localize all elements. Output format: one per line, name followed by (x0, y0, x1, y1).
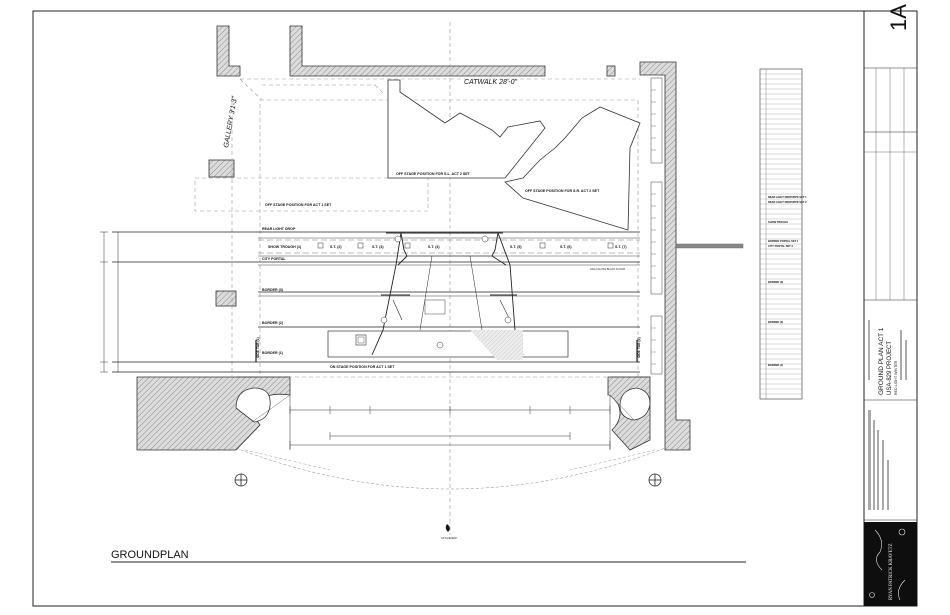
downstage-dimensions (235, 376, 666, 490)
proscenium-arches (235, 387, 651, 423)
designer-logo (864, 522, 917, 606)
logo-ornament-icon (869, 528, 906, 601)
set-marker-3 (436, 341, 444, 349)
left-dimensions (100, 231, 119, 373)
schedule-row-label: REAR LIGHT DROP/PIPE SET 1 (768, 195, 807, 199)
st4-label: S.T. (4) (428, 245, 440, 249)
sheet-number: 1A (886, 4, 911, 31)
onstage-set (327, 232, 569, 358)
right-wall-ruler (650, 77, 663, 375)
show-trough-lane (258, 239, 640, 254)
centerline-symbol-icon (445, 524, 450, 532)
centerline-markers (234, 473, 662, 487)
schedule-row-label: BORDER (2) (768, 320, 783, 324)
set-marker-1 (394, 235, 402, 243)
schedule-row-label: BORDER PORTAL SET 1 (768, 239, 799, 243)
rear-light-drop-label: REAR LIGHT DROP (262, 227, 296, 231)
guide-lines (194, 22, 640, 535)
catwalk-label: CATWALK 28'-0" (464, 79, 517, 86)
set-marker-5 (504, 316, 512, 324)
set-marker-4 (380, 316, 388, 324)
border-3-label: BORDER (3) (262, 288, 284, 292)
show-trough-1-label: SHOW TROUGH (1) (268, 245, 302, 249)
set-furniture-chair-inner (357, 336, 365, 344)
logo-text: RYAN PATRICK KRAVETZ (889, 543, 894, 600)
st3-label: S.T. (3) (372, 245, 384, 249)
show-trough-markers (317, 242, 614, 249)
st7-label: S.T. (7) (615, 245, 627, 249)
side-pipe (675, 243, 744, 249)
battens (112, 231, 640, 373)
offstage-set-sl (387, 79, 546, 179)
schedule-row-label: REAR LIGHT DROP/PIPE SET 2 (768, 200, 807, 204)
title-block (863, 10, 918, 607)
drawing-title: GROUNDPLAN (111, 549, 189, 561)
st5-label: S.T. (5) (510, 245, 522, 249)
border-1-label: BORDER (1) (262, 351, 284, 355)
offstage-set-sr (504, 106, 641, 231)
side-tab-left-label: SIDE TAB (1) (256, 337, 260, 358)
high-gloss-label: HIGH GLOSS BLACK FLOOR (590, 267, 625, 271)
offstage-act1-label: OFF STAGE POSITION FOR ACT 1 SET (265, 203, 332, 207)
city-portal-label: CITY PORTAL (262, 257, 286, 261)
set-rake-shading (470, 330, 523, 360)
show-name: RED LIGHT WINTER (894, 360, 898, 395)
set-furniture-bed (424, 299, 446, 315)
schedule-row-label: CITY PORTAL SET 2 (768, 244, 793, 248)
project-name: USA-829 PROJECT (887, 341, 893, 395)
offstage-sr-label: OFF STAGE POSITION FOR S.R. ACT 2 SET (525, 189, 600, 193)
drawing-name: GROUND PLAN ACT 1 (878, 327, 885, 395)
st2-label: S.T. (2) (330, 245, 342, 249)
sp-scenery-label: SP SCENERY (441, 536, 458, 540)
on-stage-label: ON STAGE POSITION FOR ACT 1 SET (330, 365, 395, 369)
side-tab-right-label: SIDE TAB (2) (637, 337, 641, 358)
offstage-sl-label: OFF STAGE POSITION FOR S.L. ACT 2 SET (396, 172, 471, 176)
set-marker-2 (481, 235, 489, 243)
schedule-row-label: BORDER (1) (768, 363, 783, 367)
st6-label: S.T. (6) (560, 245, 572, 249)
schedule-row-label: BORDER (3) (768, 280, 783, 284)
schedule-row-label: SHOW TROUGH (768, 220, 788, 224)
border-2-label: BORDER (2) (262, 321, 284, 325)
